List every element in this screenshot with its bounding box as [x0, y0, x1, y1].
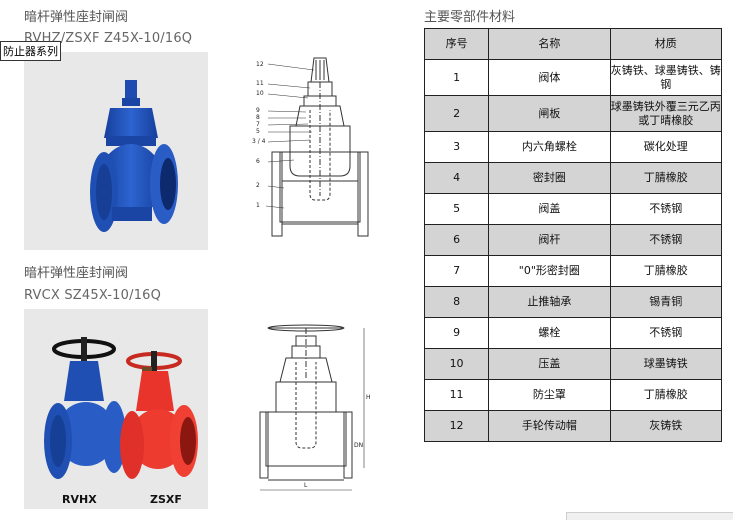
row-name: 密封圈 — [488, 162, 611, 194]
row-material: 锡青铜 — [609, 286, 723, 318]
row-material: 球墨铸铁外覆三元乙丙或丁晴橡胶 — [609, 95, 723, 132]
table-row: 12 手轮传动帽 灰铸铁 — [423, 410, 723, 442]
table-row: 11 防尘罩 丁腈橡胶 — [423, 379, 723, 411]
callout-12: 12 — [256, 61, 264, 68]
product2-title: 暗杆弹性座封闸阀 — [24, 266, 129, 281]
dimension-dn: DN — [354, 442, 364, 449]
table-row: 2 闸板 球墨铸铁外覆三元乙丙或丁晴橡胶 — [423, 95, 723, 132]
row-index: 4 — [423, 162, 490, 194]
photo-label-rvhx: RVHX — [62, 493, 97, 506]
row-name: 螺栓 — [488, 317, 611, 349]
row-index: 3 — [423, 131, 490, 163]
row-name: 阀杆 — [488, 224, 611, 256]
callout-5: 5 — [256, 128, 260, 135]
row-index: 7 — [423, 255, 490, 287]
row-name: 防尘罩 — [488, 379, 611, 411]
header-material: 材质 — [609, 28, 723, 60]
blue-valve-image — [90, 80, 178, 232]
row-material: 丁腈橡胶 — [609, 379, 723, 411]
table-row: 1 阀体 灰铸铁、球墨铸铁、铸钢 — [423, 59, 723, 96]
row-index: 11 — [423, 379, 490, 411]
row-material: 不锈钢 — [609, 317, 723, 349]
row-material: 灰铸铁、球墨铸铁、铸钢 — [609, 59, 723, 96]
row-material: 丁腈橡胶 — [609, 255, 723, 287]
row-index: 12 — [423, 410, 490, 442]
row-name: 内六角螺栓 — [488, 131, 611, 163]
row-name: 阀盖 — [488, 193, 611, 225]
dimension-h: H — [366, 394, 371, 401]
row-material: 不锈钢 — [609, 193, 723, 225]
row-index: 10 — [423, 348, 490, 380]
row-material: 碳化处理 — [609, 131, 723, 163]
row-index: 2 — [423, 95, 490, 132]
product2-model: RVCX SZ45X-10/16Q — [24, 288, 162, 303]
horizontal-scrollbar[interactable] — [566, 512, 733, 520]
header-index: 序号 — [423, 28, 490, 60]
table-row: 10 压盖 球墨铸铁 — [423, 348, 723, 380]
parts-table: 序号 名称 材质 1 阀体 灰铸铁、球墨铸铁、铸钢 2 闸板 球墨铸铁外覆三元乙… — [423, 28, 723, 442]
callout-6: 6 — [256, 158, 260, 165]
header-name: 名称 — [488, 28, 611, 60]
callout-2: 2 — [256, 182, 260, 189]
row-index: 1 — [423, 59, 490, 96]
callout-1: 1 — [256, 202, 260, 209]
row-material: 丁腈橡胶 — [609, 162, 723, 194]
callout-3-4: 3 / 4 — [252, 138, 266, 145]
row-material: 不锈钢 — [609, 224, 723, 256]
row-index: 6 — [423, 224, 490, 256]
row-material: 灰铸铁 — [609, 410, 723, 442]
row-index: 9 — [423, 317, 490, 349]
callout-9: 9 — [256, 107, 260, 114]
dimension-l: L — [304, 482, 308, 489]
row-name: 手轮传动帽 — [488, 410, 611, 442]
table-row: 4 密封圈 丁腈橡胶 — [423, 162, 723, 194]
table-header-row: 序号 名称 材质 — [423, 28, 723, 60]
product1-photo — [24, 52, 208, 250]
row-material: 球墨铸铁 — [609, 348, 723, 380]
table-row: 3 内六角螺栓 碳化处理 — [423, 131, 723, 163]
table-row: 5 阀盖 不锈钢 — [423, 193, 723, 225]
table-row: 6 阀杆 不锈钢 — [423, 224, 723, 256]
row-index: 8 — [423, 286, 490, 318]
row-name: 阀体 — [488, 59, 611, 96]
product1-model: RVHZ/ZSXF Z45X-10/16Q — [24, 31, 193, 46]
cross-section-drawing-1: 12 11 10 9 8 7 5 3 / 4 6 2 1 — [250, 56, 380, 246]
table-title: 主要零部件材料 — [424, 10, 516, 25]
photo-label-zsxf: ZSXF — [150, 493, 182, 506]
row-name: 闸板 — [488, 95, 611, 132]
cross-section-drawing-2: H DN L — [256, 318, 380, 498]
table-row: 7 "0"形密封圈 丁腈橡胶 — [423, 255, 723, 287]
row-name: "0"形密封圈 — [488, 255, 611, 287]
row-name: 压盖 — [488, 348, 611, 380]
row-name: 止推轴承 — [488, 286, 611, 318]
product2-photo: RVHX ZSXF — [24, 309, 208, 509]
table-row: 9 螺栓 不锈钢 — [423, 317, 723, 349]
blue-red-valves-image — [44, 337, 198, 479]
tooltip: 防止器系列 — [0, 41, 61, 61]
table-row: 8 止推轴承 锡青铜 — [423, 286, 723, 318]
callout-11: 11 — [256, 80, 264, 87]
callout-10: 10 — [256, 90, 264, 97]
row-index: 5 — [423, 193, 490, 225]
callout-8: 8 — [256, 114, 260, 121]
callout-7: 7 — [256, 121, 260, 128]
product1-title: 暗杆弹性座封闸阀 — [24, 10, 129, 25]
